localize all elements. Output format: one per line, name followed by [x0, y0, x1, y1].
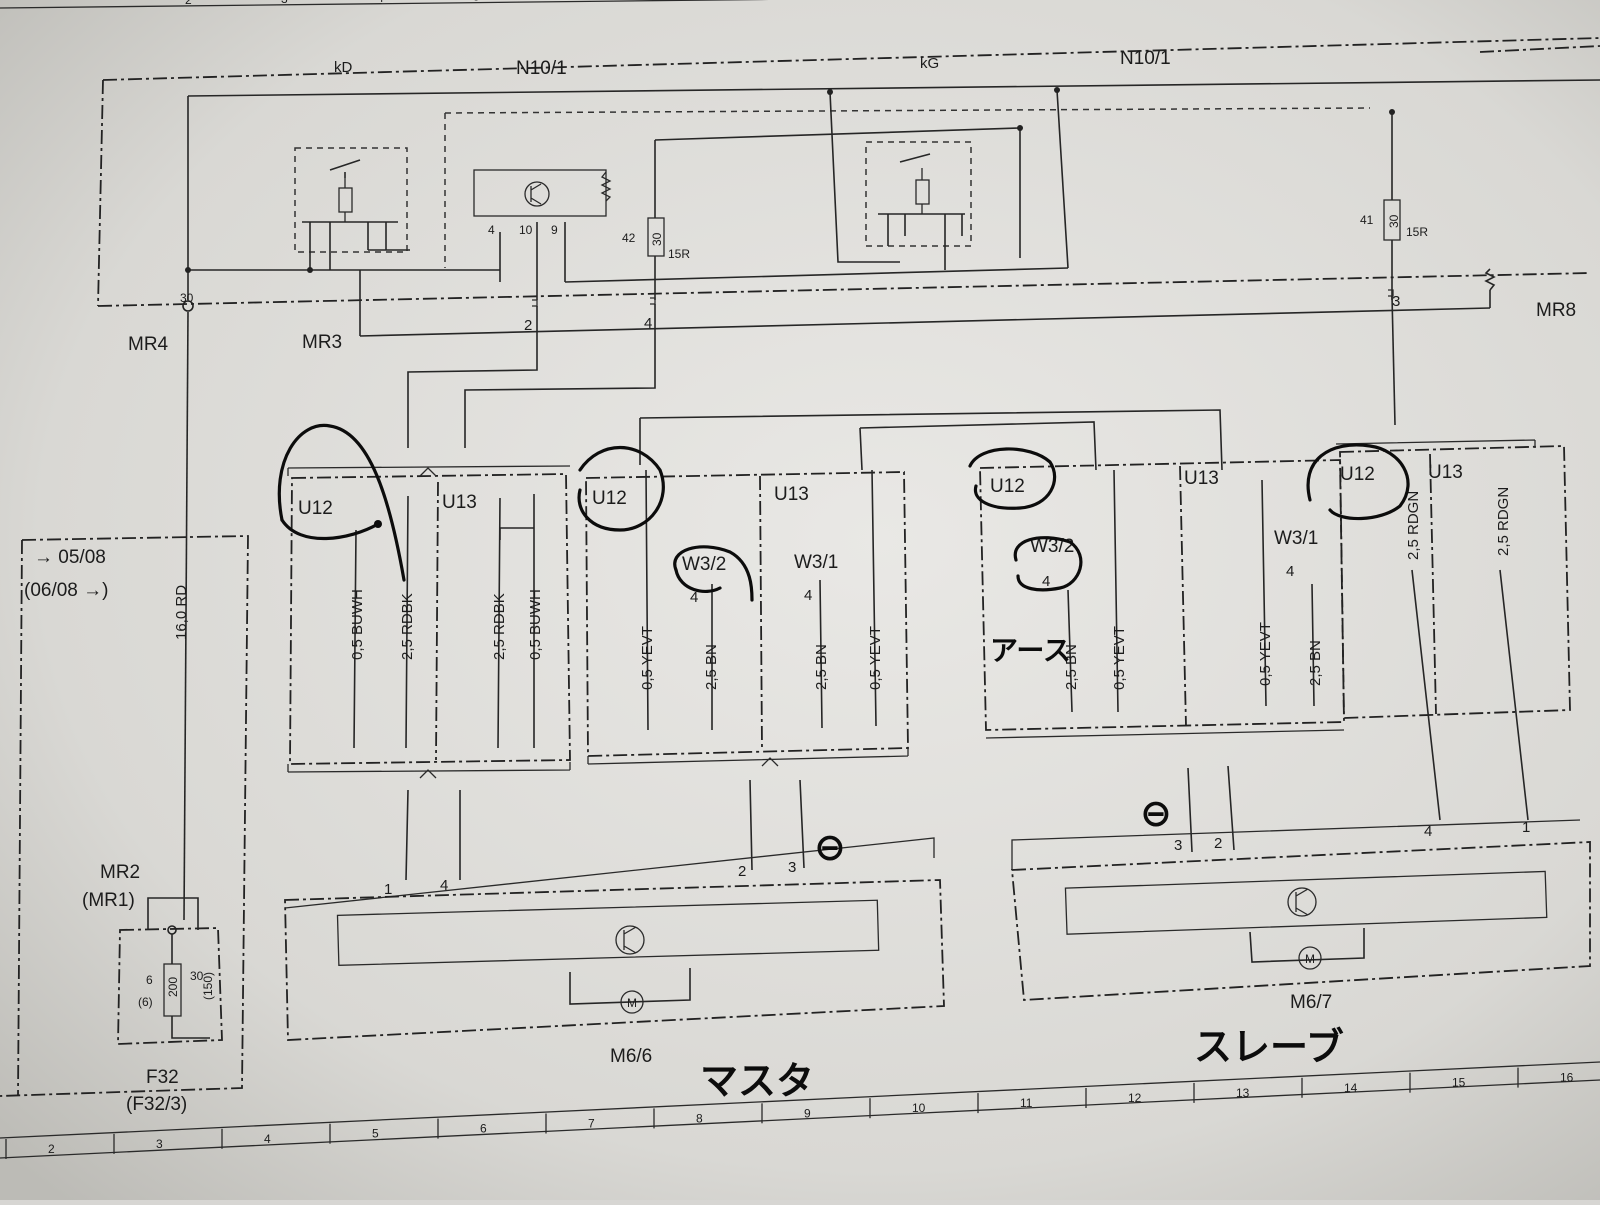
- bottom-grid-number: 7: [588, 1117, 595, 1131]
- fuse-pin-6-paren: (6): [138, 995, 153, 1009]
- wire-2-5-rdgn-b: 2,5 RDGN: [1495, 487, 1512, 556]
- top-grid-number: 3: [281, 0, 288, 6]
- label-m6-7: M6/7: [1290, 992, 1332, 1013]
- label-f32-3: (F32/3): [126, 1094, 187, 1115]
- label-mr8: MR8: [1536, 300, 1576, 321]
- pin-30-b: 30: [1387, 214, 1401, 228]
- wire-0-5-yevt-d: 0,5 YEVT: [1257, 622, 1274, 686]
- label-kd: kD: [334, 59, 353, 76]
- module-w3-2-a: W3/2: [682, 554, 726, 575]
- pin-10: 10: [519, 223, 533, 237]
- module-u12-d: U12: [1340, 464, 1375, 485]
- pin-4: 4: [488, 223, 495, 237]
- wire-2-5-bn-a: 2,5 BN: [703, 644, 720, 690]
- module-u12-b: U12: [592, 488, 627, 509]
- m6-6-pin-3: 3: [788, 859, 796, 876]
- module-u12-c: U12: [990, 476, 1025, 497]
- m6-6-pin-1: 1: [384, 881, 392, 898]
- bottom-grid-number: 15: [1452, 1076, 1466, 1090]
- pin-30-mr4: 30: [180, 291, 194, 305]
- pin-42: 42: [622, 231, 636, 245]
- bottom-grid-number: 2: [48, 1142, 55, 1156]
- wire-0-5-yevt-c: 0,5 YEVT: [1111, 626, 1128, 690]
- m6-6-pin-4: 4: [440, 877, 448, 894]
- module-u13-b: U13: [774, 484, 809, 505]
- bottom-grid-number: 14: [1344, 1081, 1358, 1095]
- wire-2-5-rdbk-b: 2,5 RDBK: [491, 593, 508, 660]
- m6-7-pin-2: 2: [1214, 835, 1222, 852]
- top-grid-number: 6: [569, 0, 576, 3]
- label-f32: F32: [146, 1067, 179, 1088]
- top-grid-number: 4: [377, 0, 384, 5]
- label-mr4: MR4: [128, 334, 169, 355]
- label-mr3: MR3: [302, 332, 342, 353]
- wire-0-5-yevt-b: 0,5 YEVT: [867, 626, 884, 690]
- w3-2-pin-b: 4: [1042, 573, 1050, 590]
- module-u13-c: U13: [1184, 468, 1219, 489]
- module-u12-a: U12: [298, 498, 333, 519]
- date-to: (06/08 →): [24, 580, 108, 601]
- bottom-grid-number: 4: [264, 1132, 271, 1146]
- handwriting-master: マスタ: [700, 1059, 814, 1103]
- handwriting-earth: アース: [990, 634, 1071, 667]
- wire-2-5-bn-d: 2,5 BN: [1307, 640, 1324, 686]
- label-mr1: (MR1): [82, 890, 135, 911]
- w3-1-pin-a: 4: [804, 587, 812, 604]
- fuse-pin-30: 30: [190, 969, 204, 983]
- bottom-grid-number: 12: [1128, 1091, 1142, 1105]
- wire-0-5-yevt-a: 0,5 YEVT: [639, 626, 656, 690]
- wire-2-5-rdgn-a: 2,5 RDGN: [1405, 491, 1422, 560]
- pin-15r-a: 15R: [668, 247, 690, 261]
- wire-0-5-buwh-a: 0,5 BUWH: [349, 589, 366, 660]
- m6-7-pin-3: 3: [1174, 837, 1182, 854]
- pin-41: 41: [1360, 213, 1374, 227]
- handwriting-minus-b: ⊖: [1140, 791, 1172, 835]
- motor-symbol-m-b: M: [1305, 952, 1315, 966]
- label-m6-6: M6/6: [610, 1046, 652, 1067]
- wire-label-16-rd: 16,0 RD: [173, 585, 190, 640]
- w3-1-pin-b: 4: [1286, 563, 1294, 580]
- handwriting-minus-a: ⊖: [814, 825, 846, 869]
- handwriting-slave: スレーブ: [1194, 1025, 1344, 1069]
- motor-symbol-m-a: M: [627, 996, 637, 1010]
- label-n10-1-right: N10/1: [1120, 48, 1171, 69]
- bottom-grid-number: 9: [804, 1106, 811, 1120]
- wire-2-5-bn-b: 2,5 BN: [813, 644, 830, 690]
- label-n10-1-left: N10/1: [516, 58, 567, 79]
- module-w3-1-b: W3/1: [1274, 528, 1318, 549]
- bottom-grid-number: 8: [696, 1111, 703, 1125]
- bottom-grid-number: 11: [1020, 1096, 1033, 1110]
- pin-2-mr3: 2: [524, 317, 532, 334]
- top-grid-number: 7: [665, 0, 672, 2]
- m6-7-pin-4: 4: [1424, 823, 1432, 840]
- bottom-grid-number: 3: [156, 1137, 163, 1151]
- pin-30-a: 30: [650, 232, 664, 246]
- pin-3-mr8: 3: [1392, 293, 1400, 310]
- bottom-grid-number: 6: [480, 1122, 487, 1136]
- bottom-grid-number: 10: [912, 1101, 926, 1115]
- wire-0-5-buwh-b: 0,5 BUWH: [527, 589, 544, 660]
- fuse-pin-6: 6: [146, 973, 153, 987]
- pin-4-mr3: 4: [644, 315, 652, 332]
- date-from: → 05/08: [34, 547, 106, 568]
- top-grid-number: 2: [185, 0, 192, 7]
- bottom-grid-number: 13: [1236, 1086, 1250, 1100]
- module-u13-a: U13: [442, 492, 477, 513]
- bottom-grid-number: 5: [372, 1127, 379, 1141]
- bottom-grid-number: 16: [1560, 1071, 1574, 1085]
- top-grid-number: 5: [473, 0, 480, 4]
- pin-15r-b: 15R: [1406, 225, 1428, 239]
- module-u13-d: U13: [1428, 462, 1463, 483]
- m6-7-pin-1: 1: [1522, 819, 1530, 836]
- m6-6-pin-2: 2: [738, 863, 746, 880]
- label-mr2: MR2: [100, 862, 140, 883]
- pin-9: 9: [551, 223, 558, 237]
- wire-2-5-rdbk-a: 2,5 RDBK: [399, 593, 416, 660]
- fuse-rating-200: 200: [166, 977, 180, 997]
- module-w3-1-a: W3/1: [794, 552, 838, 573]
- label-kg: kG: [920, 55, 939, 72]
